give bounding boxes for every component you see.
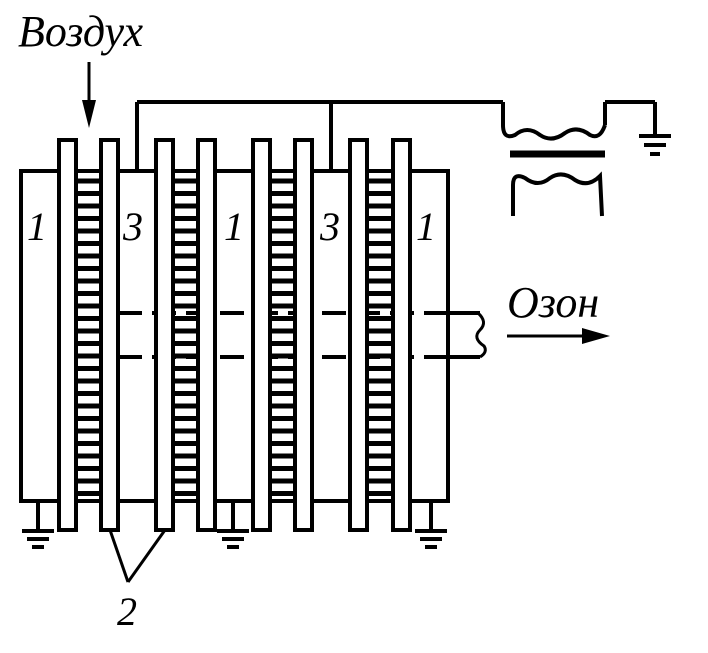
transformer-secondary-coil [511,171,604,217]
hv-electrode-label: 3 [320,204,340,249]
ozone-arrow-head [582,328,610,344]
dielectric-label: 2 [117,589,137,634]
transformer-primary-coil [501,124,607,141]
dielectric-leader [126,529,167,583]
hv-electrode-label: 3 [123,204,143,249]
dielectric-plate [348,138,369,532]
ground-electrode-label: 1 [416,204,436,249]
ozone-outlet-label: Озон [507,278,600,327]
air-inlet-label: Воздух [18,7,144,56]
ground-electrode-label: 1 [27,204,47,249]
dielectric-leader [108,529,130,583]
dielectric-plate [154,138,175,532]
dielectric-plate [391,138,412,532]
air-arrow-head [82,100,96,128]
dielectric-plate [293,138,314,532]
dielectric-plate [99,138,120,532]
dielectric-plate [196,138,217,532]
ground-electrode-label: 1 [224,204,244,249]
dielectric-plate [251,138,272,532]
dielectric-plate [57,138,78,532]
duct-break-mark [475,311,487,359]
